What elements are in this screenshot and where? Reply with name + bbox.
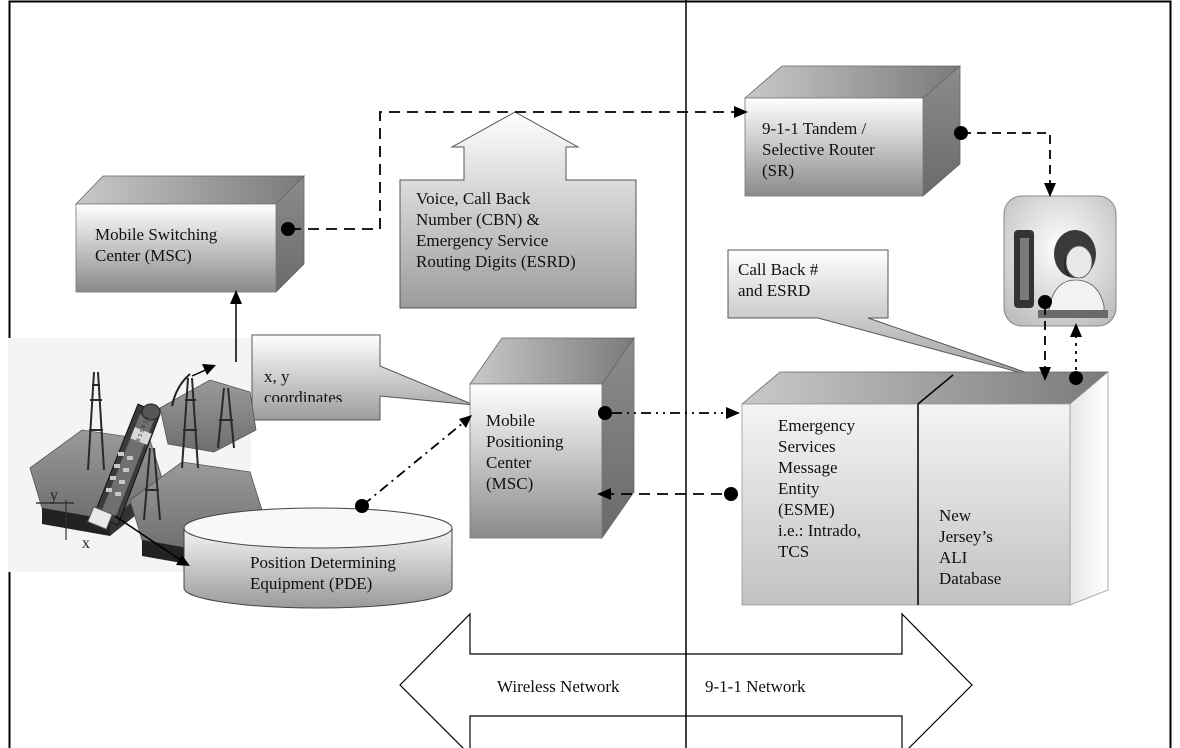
wireless-network-label: Wireless Network [497,677,620,696]
tandem-connector-dot [954,126,968,140]
esme-arrowhead [726,407,740,419]
callback-callout-label: Call Back # and ESRD [738,260,819,300]
msc-label: Mobile Switching Center (MSC) [95,225,218,265]
psap-connector-dot [1038,295,1052,309]
tandem-arrowhead [734,106,748,118]
msc-connector-dot [281,222,295,236]
dispatcher-picture [1003,195,1117,327]
esme-label: Emergency Services Message Entity (ESME)… [778,416,862,561]
msc-arrowhead [230,290,242,304]
esme-ali-box [740,371,1110,606]
psap-arrowhead [1044,183,1056,197]
ali-arrowhead [1039,367,1051,381]
xy-callout-label: x, y coordinates [264,367,343,402]
tandem-label: 9-1-1 Tandem / Selective Router (SR) [762,119,875,180]
ali-label: New Jersey’s ALI Database [939,506,1002,588]
psap-return-arrowhead [1070,323,1082,337]
mpc-box [469,336,635,540]
callback-callout [727,249,1049,381]
axis-y-label: y [50,487,58,504]
axis-x-label: x [82,535,90,552]
tandem-to-psap-connector [962,132,1051,186]
pde-arrowhead [176,555,190,566]
mpc-label: Mobile Positioning Center (MSC) [486,411,564,493]
xy-callout [251,334,475,421]
antenna-arrowhead [202,364,216,375]
pde-label: Position Determining Equipment (PDE) [250,553,396,593]
msc-to-tandem-connector [290,111,738,230]
voice-callout-label: Voice, Call Back Number (CBN) & Emergenc… [416,189,576,271]
tandem-box [743,65,962,197]
voice-callout [399,111,637,309]
phone-to-pde-connector [114,515,183,562]
mpc-arrowhead [459,415,472,428]
msc-box [75,175,305,293]
mpc-connector-dot [598,406,612,420]
e911-network-label: 9-1-1 Network [705,677,806,696]
pde-to-mpc-connector [362,421,465,506]
ali-connector-dot [1069,371,1083,385]
pde-connector-dot [355,499,369,513]
pde-cylinder [183,507,453,609]
mpc-return-arrowhead [597,488,611,500]
esme-connector-dot [724,487,738,501]
